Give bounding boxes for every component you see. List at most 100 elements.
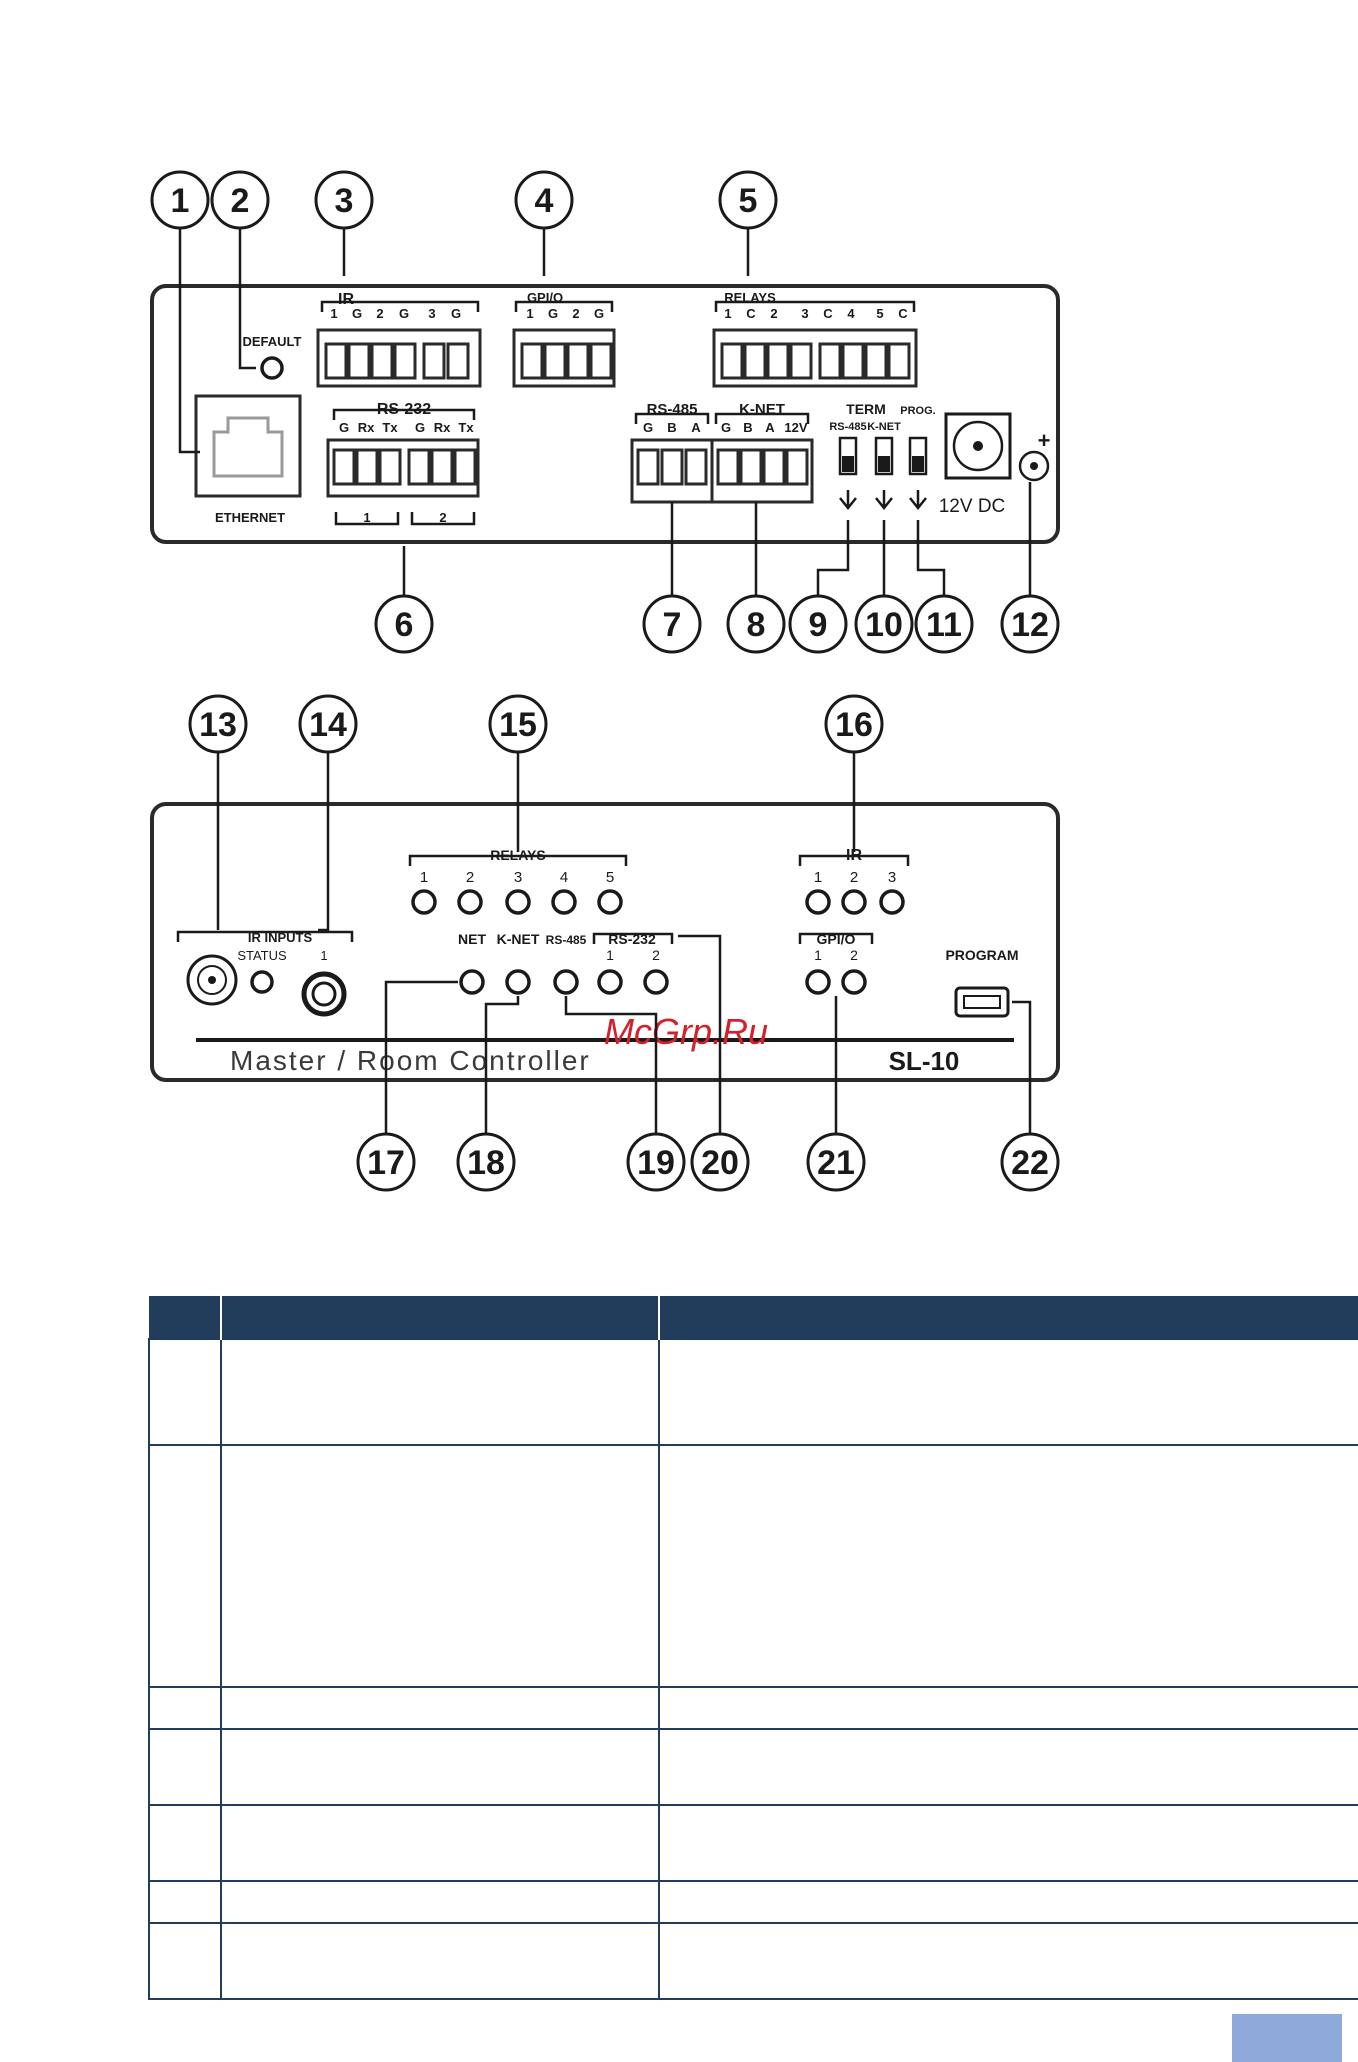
program-label: PROGRAM (945, 947, 1018, 963)
ir-inputs: IR INPUTS STATUS 1 (176, 930, 354, 1017)
gpio-title: GPI/O (527, 290, 563, 305)
svg-text:19: 19 (637, 1144, 675, 1182)
table-cell (658, 1804, 1358, 1882)
table-header-cell (659, 1296, 1358, 1339)
ir-pin: 3 (428, 306, 435, 321)
device-panels-diagram: IR 1 G 2 G 3 G GPI/O 1 G 2 G RELAYS 1 C … (150, 170, 1060, 1192)
table-header-cell (221, 1296, 660, 1339)
leader-14 (318, 750, 330, 932)
ir-title: IR (338, 291, 354, 308)
rs232-pin: Tx (382, 420, 398, 435)
rs485-pin: G (643, 420, 653, 435)
term-knet-label: K-NET (867, 421, 901, 433)
rs485-terminal-block: RS-485 G B A (630, 401, 714, 504)
callout-2: 2 (210, 170, 270, 230)
table-cell (220, 1804, 660, 1882)
table-cell (658, 1880, 1358, 1924)
callout-3: 3 (314, 170, 374, 230)
relay-pin: C (746, 306, 756, 321)
callout-16: 16 (824, 694, 884, 754)
table-cell (148, 1880, 222, 1924)
default-label: DEFAULT (243, 334, 302, 349)
knet-pin: 12V (784, 420, 807, 435)
leader-18 (484, 996, 520, 1136)
rs485-title: RS-485 (647, 401, 698, 418)
ir-led-num: 1 (814, 869, 822, 886)
callout-6: 6 (374, 594, 434, 654)
front-rs232-title: RS-232 (608, 931, 656, 947)
callout-21: 21 (806, 1132, 866, 1192)
ir-pin: G (399, 306, 409, 321)
rs485-pin: B (667, 420, 676, 435)
knet-led-label: K-NET (497, 931, 540, 947)
relay-pin: 2 (770, 306, 777, 321)
callout-22: 22 (1000, 1132, 1060, 1192)
callout-12: 12 (1000, 594, 1060, 654)
svg-text:10: 10 (865, 606, 903, 644)
knet-pin: G (721, 420, 731, 435)
callout-14: 14 (298, 694, 358, 754)
model-name: SL-10 (889, 1046, 960, 1076)
knet-pin: A (765, 420, 775, 435)
svg-text:8: 8 (747, 606, 766, 644)
table-cell (658, 1338, 1358, 1446)
rs232-port-1: 1 (363, 510, 370, 525)
default-button (260, 356, 284, 380)
svg-text:14: 14 (309, 706, 347, 744)
ir-pin: G (451, 306, 461, 321)
rs232-led-num: 2 (652, 947, 660, 963)
callout-1: 1 (150, 170, 210, 230)
rs232-pin: Tx (458, 420, 474, 435)
table-row (148, 1444, 1358, 1688)
svg-text:21: 21 (817, 1144, 855, 1182)
gpio-pin: G (594, 306, 604, 321)
table-row (148, 1804, 1358, 1882)
svg-text:3: 3 (335, 182, 354, 220)
table-header-cell (149, 1296, 222, 1339)
model-description: Master / Room Controller (230, 1045, 591, 1076)
leader-20 (678, 934, 722, 1136)
table-row (148, 1922, 1358, 2000)
rs485-pin: A (691, 420, 701, 435)
rs485-led-label: RS-485 (546, 933, 587, 947)
callout-18: 18 (456, 1132, 516, 1192)
table-header-row (149, 1296, 1358, 1339)
svg-text:6: 6 (395, 606, 414, 644)
svg-text:1: 1 (171, 182, 190, 220)
table-cell (658, 1728, 1358, 1806)
svg-text:22: 22 (1011, 1144, 1049, 1182)
knet-pin: B (743, 420, 752, 435)
table-cell (220, 1922, 660, 2000)
relay-led-num: 4 (560, 869, 568, 886)
table-row (148, 1728, 1358, 1806)
ir-inputs-title: IR INPUTS (248, 930, 313, 945)
leader-11 (916, 520, 946, 598)
rs232-pin: Rx (358, 420, 375, 435)
leader-9 (816, 520, 850, 598)
ir-terminal-block: IR 1 G 2 G 3 G (316, 291, 482, 388)
ir-led-num: 2 (850, 869, 858, 886)
ethernet-port: ETHERNET (194, 394, 302, 525)
relay-led-num: 1 (420, 869, 428, 886)
callout-7: 7 (642, 594, 702, 654)
callout-20: 20 (690, 1132, 750, 1192)
svg-text:20: 20 (701, 1144, 739, 1182)
ir-inputs-one: 1 (320, 948, 327, 963)
net-label: NET (458, 931, 486, 947)
relay-led-num: 3 (514, 869, 522, 886)
svg-text:15: 15 (499, 706, 537, 744)
svg-text:13: 13 (199, 706, 237, 744)
ir-status-led (250, 970, 274, 994)
svg-text:2: 2 (231, 182, 250, 220)
gpio-terminal-block: GPI/O 1 G 2 G (512, 290, 616, 388)
front-relays-title: RELAYS (490, 847, 546, 863)
callout-11: 11 (914, 594, 974, 654)
polarity-plus: + (1038, 428, 1051, 453)
relay-pin: 1 (724, 306, 731, 321)
callout-8: 8 (726, 594, 786, 654)
page-number-tab (1232, 2014, 1342, 2062)
table-cell (658, 1444, 1358, 1688)
front-panel (150, 802, 1060, 1082)
knet-terminal-block: K-NET G B A 12V (710, 401, 814, 504)
rs232-title: RS-232 (377, 401, 431, 418)
